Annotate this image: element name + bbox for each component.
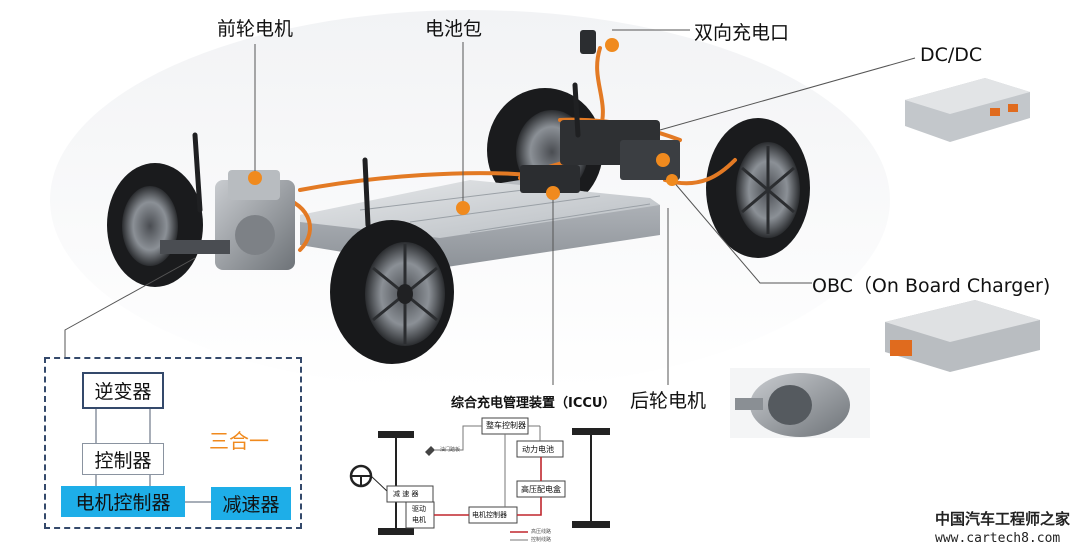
- iccu-legend-hv: 高压线路: [531, 529, 552, 535]
- iccu-drive-motor-label-1: 驱动: [412, 505, 426, 513]
- iccu-vehicle-controller-label: 整车控制器: [486, 421, 526, 430]
- label-obc: OBC（On Board Charger): [812, 275, 1051, 297]
- dcdc-module-photo: [905, 78, 1030, 142]
- control-lines: [435, 425, 541, 507]
- iccu-motor-controller-label: 电机控制器: [472, 511, 507, 519]
- iccu-power-battery-label: 动力电池: [522, 445, 554, 454]
- suspension-struts: [192, 82, 581, 228]
- iccu-reducer-label: 减 速 器: [393, 490, 419, 498]
- iccu-hv-distribution-label: 高压配电盒: [521, 485, 561, 494]
- iccu-drive-motor-label-2: 电机: [412, 516, 426, 524]
- three-in-one-title: 三合一: [209, 429, 269, 453]
- front-motor-illustration: [160, 170, 295, 270]
- front-axle: [378, 431, 414, 535]
- iccu-throttle-label: 油门踏板: [440, 447, 461, 453]
- three-in-one-group: [44, 357, 302, 529]
- iccu-legend-ctrl: 控制线路: [531, 537, 552, 543]
- motor-controller-box: 电机控制器: [61, 486, 185, 517]
- front-right-wheel: [330, 220, 454, 364]
- controller-box: 控制器: [82, 443, 164, 475]
- label-bidirectional-port: 双向充电口: [694, 22, 790, 44]
- hv-lines: [434, 457, 542, 516]
- reducer-box: 减速器: [211, 487, 291, 520]
- rear-axle: [572, 428, 610, 528]
- rear-components: [520, 30, 680, 193]
- callout-dots: [248, 38, 678, 215]
- drive-motor-box: [405, 501, 435, 529]
- iccu-title: 综合充电管理装置（ICCU）: [451, 396, 616, 411]
- watermark-title: 中国汽车工程师之家: [935, 510, 1071, 528]
- label-battery-pack: 电池包: [425, 18, 483, 40]
- label-front-motor: 前轮电机: [217, 18, 294, 40]
- label-rear-motor: 后轮电机: [630, 390, 707, 412]
- steering-wheel-icon: [349, 464, 389, 493]
- rear-right-wheel: [706, 118, 810, 258]
- obc-module-photo: [885, 300, 1040, 372]
- inverter-box: 逆变器: [82, 372, 164, 409]
- watermark-url: www.cartech8.com: [935, 531, 1061, 546]
- throttle-pedal-icon: [425, 446, 435, 456]
- label-dcdc: DC/DC: [920, 44, 983, 66]
- leader-lines: [64, 29, 916, 385]
- rear-motor-photo: [730, 368, 870, 438]
